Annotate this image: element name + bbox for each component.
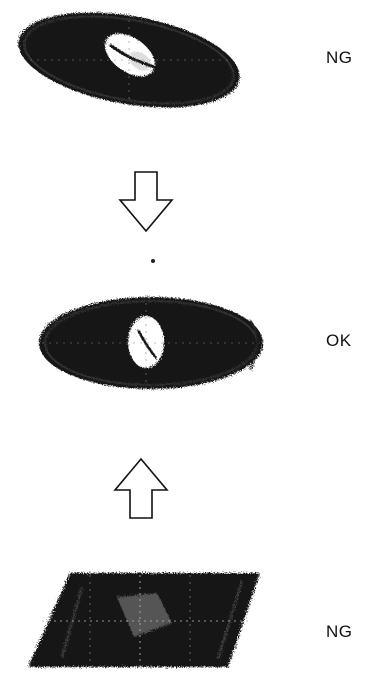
result-label-bottom: NG (326, 622, 353, 641)
stray-dot (151, 259, 155, 263)
eye-diagram-bottom (22, 567, 268, 673)
result-label-middle: OK (326, 331, 352, 350)
result-label-top: NG (326, 48, 353, 67)
eye-diagram-middle (28, 290, 274, 396)
up-arrow-icon (111, 457, 171, 521)
down-arrow-icon (116, 170, 176, 234)
eye-diagram-top (10, 5, 248, 115)
